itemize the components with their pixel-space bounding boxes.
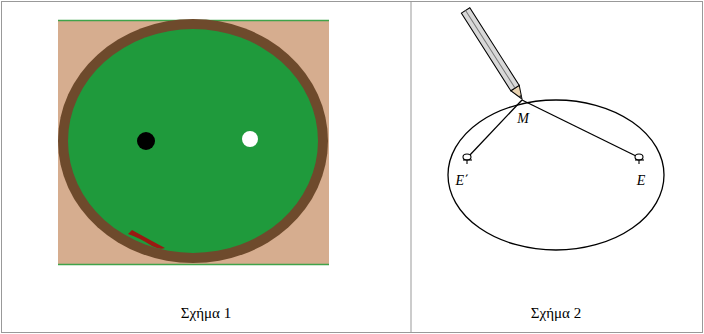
pin: [463, 154, 472, 164]
board-felt: [68, 29, 318, 253]
point-label: Ε΄: [455, 174, 468, 188]
figure-caption: Σχήμα 1: [181, 306, 231, 321]
figure-caption: Σχήμα 2: [531, 306, 581, 321]
string: [522, 100, 638, 157]
table-divider: [411, 2, 412, 333]
point-label: Μ: [517, 112, 529, 126]
board-rim: [58, 19, 328, 263]
cardboard: [58, 20, 329, 265]
pin: [635, 154, 644, 164]
pencil: [461, 8, 526, 102]
string: [469, 100, 522, 156]
red-mark: [128, 230, 165, 249]
black-ball: [137, 132, 155, 150]
ellipse: [448, 100, 664, 250]
point-label: Ε: [637, 174, 646, 188]
white-ball: [242, 131, 258, 147]
photo-edge: [58, 264, 329, 266]
